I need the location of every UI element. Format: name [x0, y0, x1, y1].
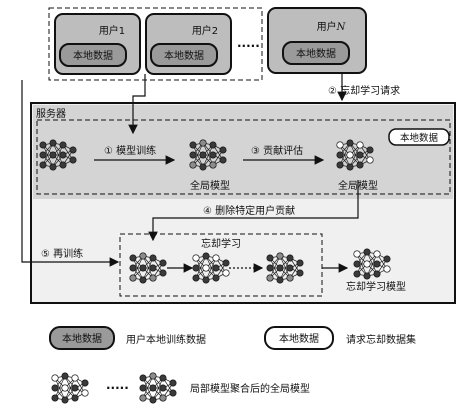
- legend-local-data-box: 本地数据: [49, 326, 115, 350]
- step-4-label: ④ 删除特定用户贡献: [203, 204, 295, 217]
- user-n-box: 用户N 本地数据: [267, 7, 367, 74]
- user-1-label: 用户1: [99, 24, 125, 37]
- step-5-arrow: [21, 80, 120, 267]
- users-group-dashed-frame: [48, 7, 263, 81]
- user-2-label: 用户2: [192, 24, 218, 37]
- server-training-area: [33, 105, 453, 199]
- user-n-label: 用户N: [317, 20, 347, 33]
- step-2-label: ② 忘却学习请求: [328, 84, 400, 97]
- legend-network-1: [52, 373, 88, 403]
- unlearned-model-label: 忘却学习模型: [346, 280, 406, 293]
- unlearning-label: 忘却学习: [201, 237, 241, 250]
- server-title: 服务器: [36, 107, 66, 120]
- step-5-label: ⑤ 再训练: [41, 247, 83, 260]
- legend-user-local-training-data: 用户本地训练数据: [126, 333, 206, 346]
- global-model-label-1: 全局模型: [190, 179, 230, 192]
- svg-text:本地数据: 本地数据: [279, 332, 319, 345]
- user-2-box: 用户2 本地数据: [145, 13, 232, 75]
- legend-request-unlearning-dataset: 请求忘却数据集: [346, 333, 416, 346]
- svg-text:本地数据: 本地数据: [62, 332, 102, 345]
- step-3-label: ③ 贡献评估: [251, 144, 303, 157]
- legend-dots: ·····: [106, 381, 129, 395]
- user-n-local-data: 本地数据: [296, 47, 336, 60]
- user-2-local-data: 本地数据: [164, 49, 204, 62]
- legend-request-box: 本地数据: [264, 326, 334, 350]
- step-4-arrow: [148, 180, 359, 242]
- step-1-label: ① 模型训练: [104, 144, 156, 157]
- user1-to-server-arrow: [128, 74, 146, 135]
- user-1-local-data: 本地数据: [73, 49, 113, 62]
- svg-text:本地数据: 本地数据: [400, 132, 439, 144]
- legend-aggregated-global-model: 局部模型聚合后的全局模型: [190, 382, 310, 395]
- user-1-box: 用户1 本地数据: [54, 13, 141, 75]
- unlearning-dashed-frame: [119, 233, 323, 297]
- server-training-dashed: [36, 119, 451, 195]
- server-local-data-badge: 本地数据: [388, 128, 450, 146]
- user-n-variable: N: [336, 22, 347, 33]
- legend-network-2: [140, 373, 176, 403]
- users-ellipsis: ·····: [237, 39, 260, 53]
